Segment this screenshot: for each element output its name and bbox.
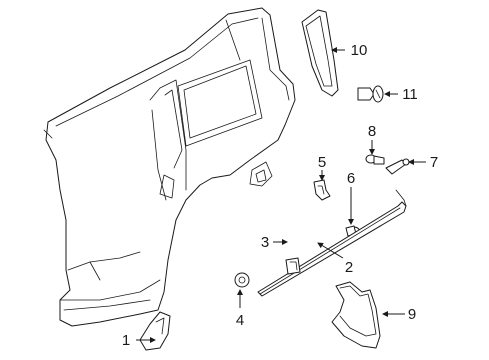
part-5-bracket xyxy=(313,179,331,201)
callout-4: 4 xyxy=(236,312,244,329)
callout-2: 2 xyxy=(345,259,353,276)
callout-10: 10 xyxy=(351,42,368,59)
callout-5: 5 xyxy=(318,154,326,171)
part-1-bracket xyxy=(139,311,171,351)
part-3-clip xyxy=(285,257,301,275)
callout-8: 8 xyxy=(368,123,376,140)
callout-1: 1 xyxy=(122,332,130,349)
callout-11: 11 xyxy=(402,86,418,103)
quarter-panel xyxy=(43,7,296,327)
part-4-grommet xyxy=(234,272,250,288)
part-7-bolt xyxy=(385,158,410,175)
part-11-clip xyxy=(357,85,384,103)
part-9-mudflap xyxy=(331,281,381,349)
leader-2 xyxy=(317,242,344,259)
part-8-screw xyxy=(365,154,385,165)
callout-6: 6 xyxy=(347,170,355,187)
callout-3: 3 xyxy=(261,234,269,251)
callout-9: 9 xyxy=(408,306,416,323)
leader-lines xyxy=(136,47,426,343)
callout-7: 7 xyxy=(430,154,438,171)
callouts: 1 2 3 4 5 6 7 8 9 10 11 xyxy=(122,42,438,349)
part-10-trim xyxy=(301,9,339,97)
part-2-molding xyxy=(257,189,407,297)
